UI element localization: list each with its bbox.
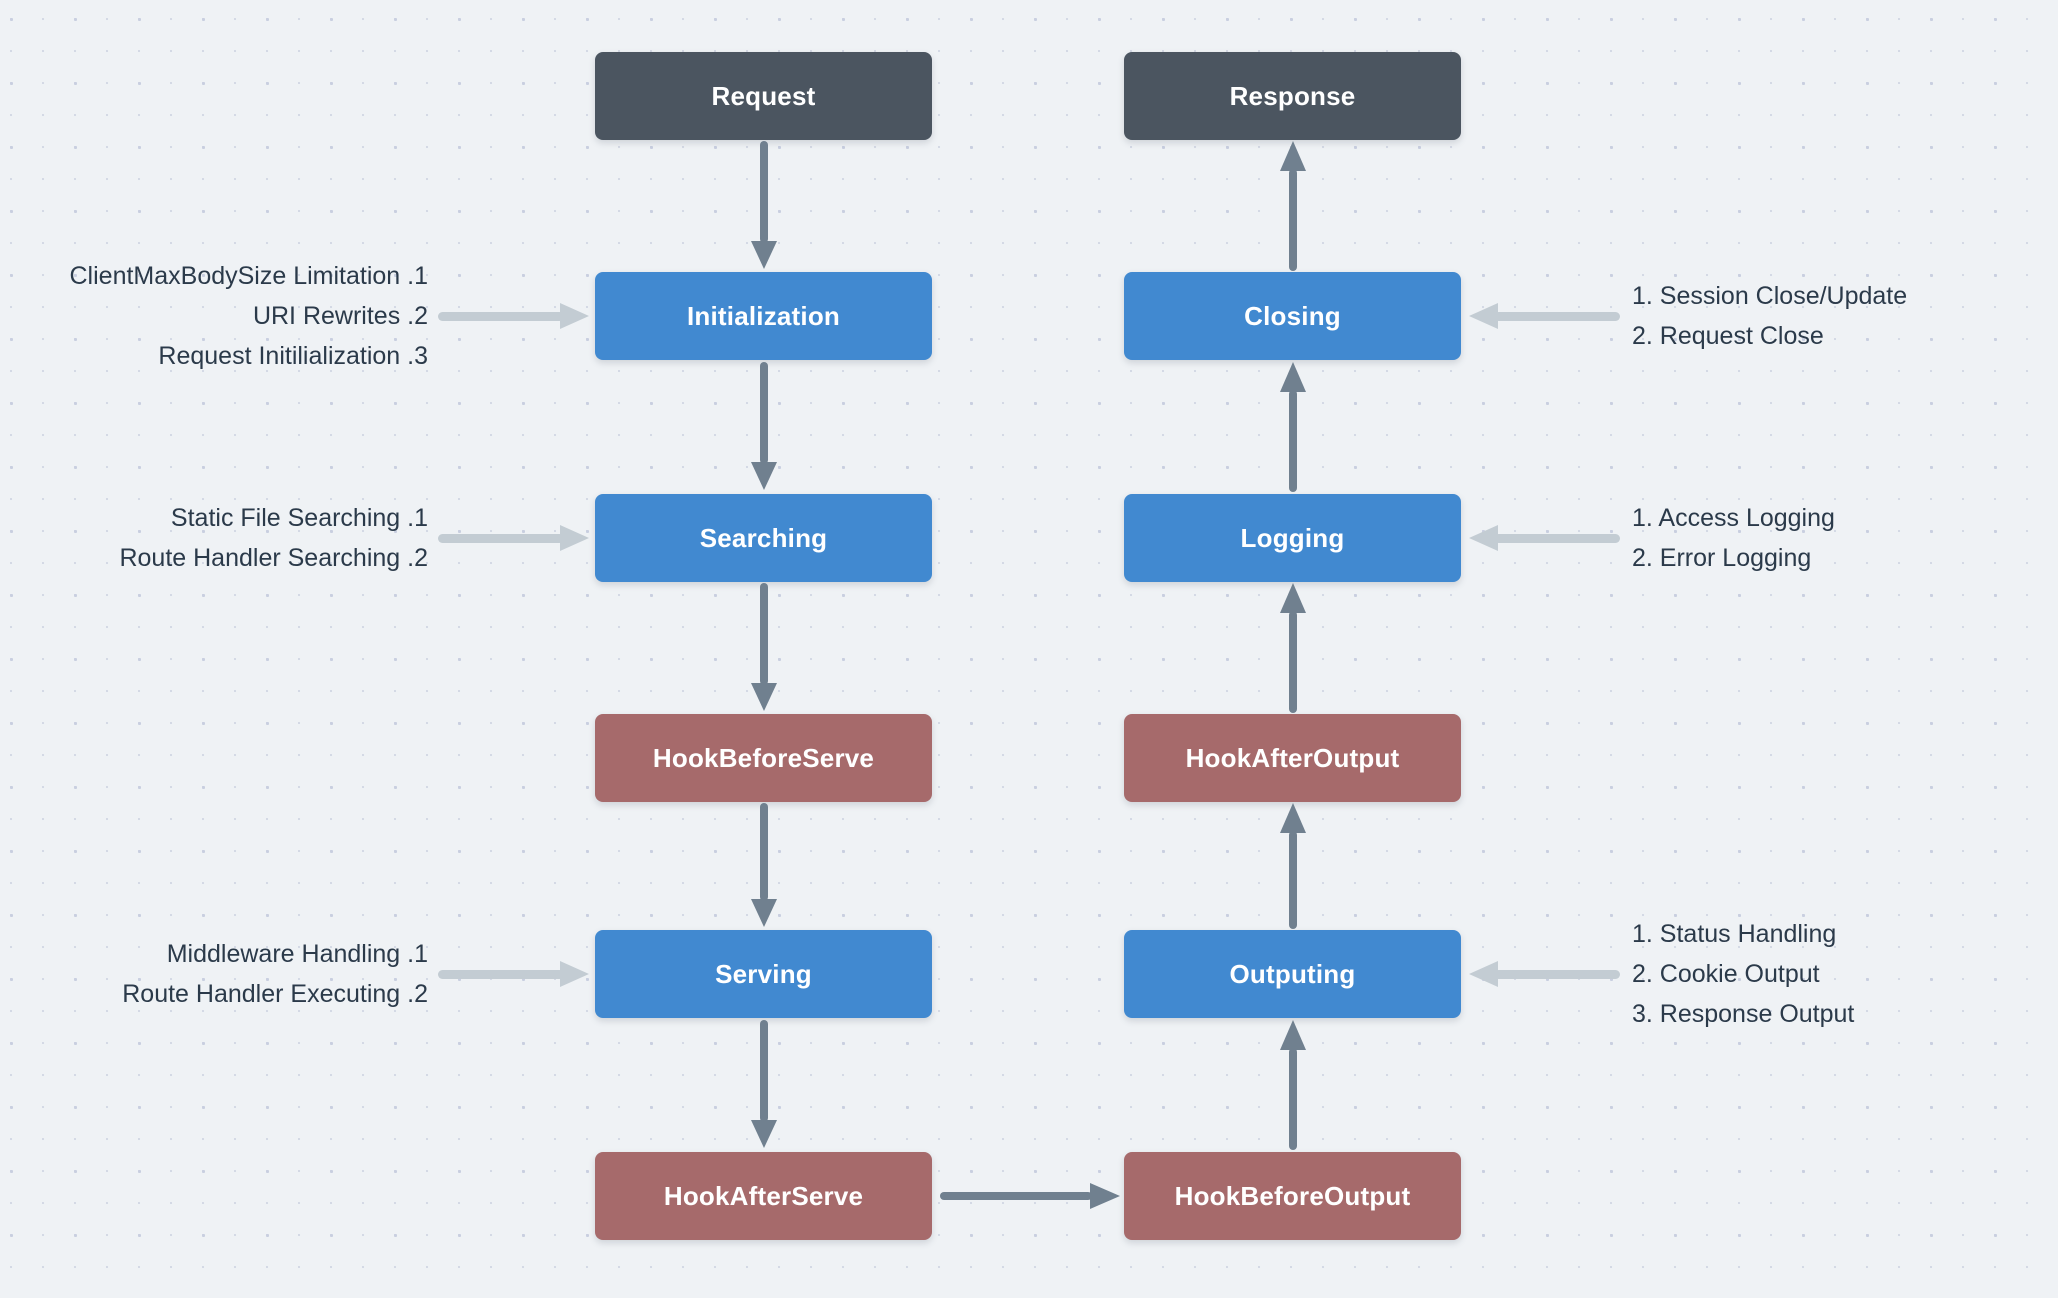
- annotation-line: Route Handler Executing .2: [122, 980, 428, 1008]
- annotation-line: Request Initilialization .3: [158, 342, 428, 370]
- arrow-hook-after-output-to-logging-icon: [1280, 583, 1306, 713]
- arrow-outputing-to-hook-after-output-icon: [1280, 803, 1306, 929]
- arrow-hook-before-output-to-outputing-icon: [1280, 1020, 1306, 1150]
- arrow-request-to-initialization-icon: [751, 141, 777, 271]
- node-logging[interactable]: Logging: [1124, 494, 1461, 582]
- arrow-initialization-to-searching-icon: [751, 362, 777, 492]
- annotation-closing: 1. Session Close/Update 2. Request Close: [1632, 276, 2052, 356]
- node-serving[interactable]: Serving: [595, 930, 932, 1018]
- annotation-line: 3. Response Output: [1632, 1000, 1855, 1028]
- annotation-serving: Middleware Handling .1 Route Handler Exe…: [0, 934, 428, 1014]
- arrow-hook-after-serve-to-hook-before-output-icon: [940, 1183, 1122, 1209]
- annotation-line: Route Handler Searching .2: [119, 544, 428, 572]
- node-hook-after-serve[interactable]: HookAfterServe: [595, 1152, 932, 1240]
- node-hook-before-serve[interactable]: HookBeforeServe: [595, 714, 932, 802]
- node-closing[interactable]: Closing: [1124, 272, 1461, 360]
- annotation-line: 1. Session Close/Update: [1632, 282, 1908, 310]
- annotation-line: ClientMaxBodySize Limitation .1: [69, 262, 429, 290]
- annotation-line: 2. Cookie Output: [1632, 960, 1820, 988]
- annotation-arrow-closing-icon: [1468, 303, 1620, 329]
- node-label: Closing: [1244, 300, 1341, 331]
- node-label: Searching: [699, 522, 828, 553]
- annotation-outputing: 1. Status Handling 2. Cookie Output 3. R…: [1632, 914, 2052, 1034]
- node-initialization[interactable]: Initialization: [595, 272, 932, 360]
- annotation-logging: 1. Access Logging 2. Error Logging: [1632, 498, 2052, 578]
- node-label: Initialization: [686, 300, 841, 331]
- annotation-line: 2. Error Logging: [1632, 544, 1812, 572]
- annotation-line: URI Rewrites .2: [252, 302, 428, 330]
- node-request[interactable]: Request: [595, 52, 932, 140]
- node-label: HookBeforeServe: [652, 742, 875, 773]
- annotation-arrow-serving-icon: [438, 961, 590, 987]
- arrow-serving-to-hook-after-serve-icon: [751, 1020, 777, 1150]
- annotation-arrow-outputing-icon: [1468, 961, 1620, 987]
- annotation-line: 1. Status Handling: [1632, 920, 1837, 948]
- arrow-closing-to-response-icon: [1280, 141, 1306, 271]
- node-response[interactable]: Response: [1124, 52, 1461, 140]
- annotation-arrow-initialization-icon: [438, 303, 590, 329]
- arrow-logging-to-closing-icon: [1280, 362, 1306, 492]
- node-hook-after-output[interactable]: HookAfterOutput: [1124, 714, 1461, 802]
- annotation-searching: Static File Searching .1 Route Handler S…: [0, 498, 428, 578]
- annotation-arrow-searching-icon: [438, 525, 590, 551]
- node-outputing[interactable]: Outputing: [1124, 930, 1461, 1018]
- arrow-searching-to-hook-before-serve-icon: [751, 583, 777, 713]
- node-label: Request: [711, 80, 816, 111]
- annotation-arrow-logging-icon: [1468, 525, 1620, 551]
- annotation-line: Middleware Handling .1: [166, 940, 428, 968]
- node-label: Serving: [715, 958, 812, 989]
- node-searching[interactable]: Searching: [595, 494, 932, 582]
- annotation-initialization: ClientMaxBodySize Limitation .1 URI Rewr…: [0, 256, 429, 376]
- annotation-line: 2. Request Close: [1632, 322, 1824, 350]
- node-label: HookAfterOutput: [1185, 742, 1400, 773]
- node-label: Logging: [1240, 522, 1345, 553]
- node-label: HookAfterServe: [663, 1180, 864, 1211]
- annotation-line: Static File Searching .1: [170, 504, 428, 532]
- annotation-line: 1. Access Logging: [1632, 504, 1835, 532]
- arrow-hook-before-serve-to-serving-icon: [751, 803, 777, 929]
- node-label: Outputing: [1229, 958, 1356, 989]
- node-label: Response: [1229, 80, 1356, 111]
- node-hook-before-output[interactable]: HookBeforeOutput: [1124, 1152, 1461, 1240]
- node-label: HookBeforeOutput: [1174, 1180, 1411, 1211]
